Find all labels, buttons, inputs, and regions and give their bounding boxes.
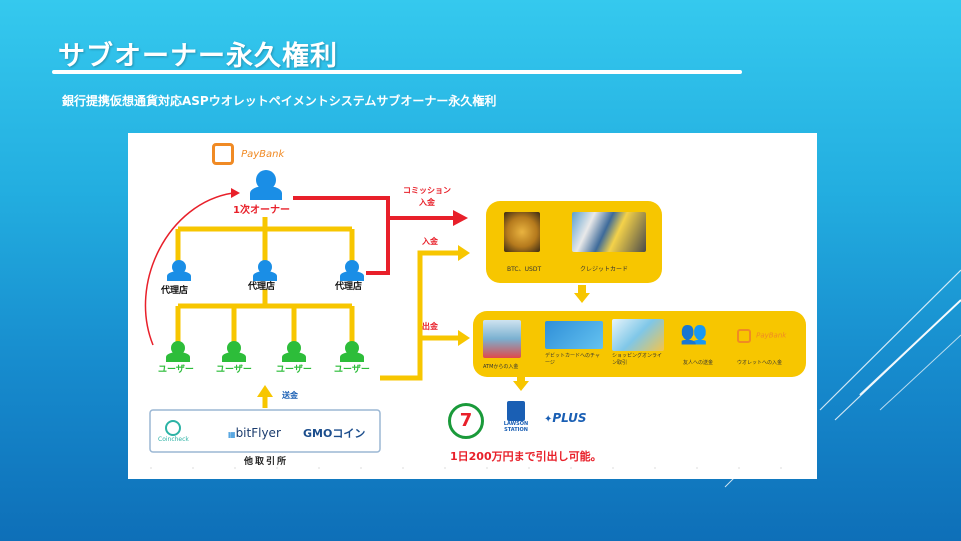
commission-label: コミッション 入金: [403, 186, 451, 207]
user-avatar: [165, 341, 191, 362]
user-label: ユーザー: [158, 365, 194, 375]
agent-avatar: [339, 260, 365, 281]
agent-label: 代理店: [335, 282, 363, 292]
user-label: ユーザー: [276, 365, 312, 375]
bitcoin-icon: [504, 212, 540, 252]
agent-avatar: [166, 260, 192, 281]
withdraw-item-label: ショッピングオンライン取引: [612, 353, 663, 366]
withdraw-item-label: ウオレットへの入金: [737, 360, 783, 366]
plus-logo: ✦PLUS: [544, 411, 587, 425]
seven-eleven-logo: 7: [448, 403, 484, 439]
owner-label: 1次オーナー: [233, 205, 290, 216]
deposit-item-label: クレジットカード: [580, 266, 629, 273]
deposit-label: 入金: [422, 237, 438, 246]
withdraw-item-label: 友人への送金: [683, 360, 714, 366]
gmo-coin-logo: GMOコイン: [303, 427, 366, 440]
agent-label: 代理店: [248, 282, 276, 292]
deposit-item-label: BTC、USDT: [507, 266, 542, 273]
withdraw-label: 出金: [422, 322, 438, 331]
exchange-caption: 他取引所: [244, 457, 289, 467]
diagram-panel: PayBank 1次オーナー 代理店 代理店 代理店 ユーザー ユーザー ユーザ…: [128, 133, 817, 479]
title-underline: [52, 70, 742, 74]
agent-label: 代理店: [161, 286, 189, 296]
shopping-icon: [612, 319, 664, 351]
connector-lines: [144, 188, 798, 469]
user-avatar: [221, 341, 247, 362]
debit-card-icon: [545, 321, 603, 349]
credit-card-icon: [572, 212, 646, 252]
coincheck-logo: Coincheck: [158, 420, 189, 443]
bitflyer-logo: ▦bitFlyer: [228, 426, 281, 440]
agent-avatar: [252, 260, 278, 281]
paybank-wallet-icon: PayBank: [737, 325, 786, 344]
owner-avatar: [248, 170, 284, 200]
slide-subtitle: 銀行提携仮想通貨対応ASPウオレットペイメントシステムサブオーナー永久権利: [62, 94, 497, 108]
user-avatar: [281, 341, 307, 362]
user-label: ユーザー: [216, 365, 252, 375]
lawson-logo: LAWSON STATION: [496, 401, 536, 433]
paybank-logo: PayBank: [212, 143, 284, 165]
user-avatar: [339, 341, 365, 362]
friends-icon: 👥: [680, 321, 708, 346]
withdraw-item-label: ATMからの入金: [483, 364, 519, 370]
atm-icon: [483, 320, 521, 358]
slide-title: サブオーナー永久権利: [58, 41, 338, 72]
remit-label: 送金: [282, 391, 298, 400]
withdraw-item-label: デビットカードへのチャージ: [545, 353, 600, 366]
withdraw-limit-note: 1日200万円まで引出し可能。: [450, 450, 602, 463]
user-label: ユーザー: [334, 365, 370, 375]
